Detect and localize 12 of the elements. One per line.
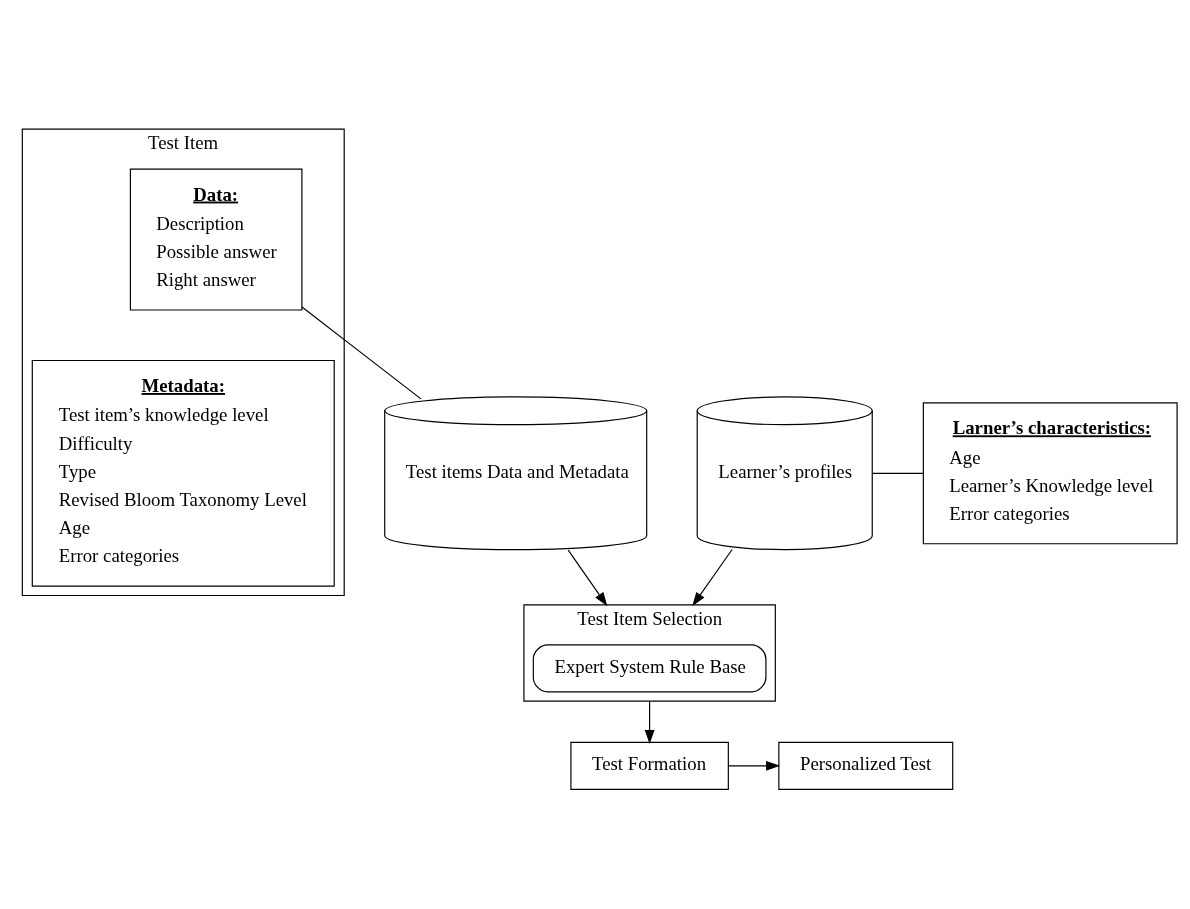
node-box: Metadata: Test item’s knowledge level Difficulty Type Revised Bloom Taxonomy Level Age Error categories (31, 359, 335, 587)
node-box: Data: Description Possible answer Right answer (129, 168, 303, 311)
node-box: Larner’s characteristics: Age Learner’s Knowledge level Error categories (922, 402, 1178, 545)
arrow (728, 760, 781, 771)
node-box: Personalized Test (778, 741, 954, 790)
node-box: Expert System Rule Base (532, 644, 767, 693)
connector (871, 472, 924, 474)
node-box: Test Formation (570, 741, 729, 790)
arrow (692, 548, 733, 607)
arrow (644, 700, 655, 744)
connector (301, 306, 422, 400)
arrow (567, 549, 608, 607)
